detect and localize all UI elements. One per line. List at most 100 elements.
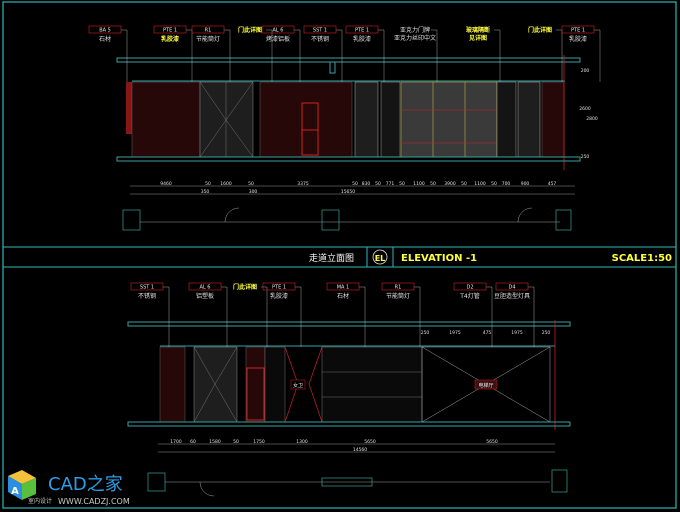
callout-code: PTE 1 <box>272 285 286 291</box>
callout-code: R1 <box>395 285 402 291</box>
callout-note: 亚克力门牌 <box>400 26 430 34</box>
dimension-label: 50 <box>205 181 211 187</box>
callout-note: 乳胶漆 <box>161 35 179 43</box>
dimension-label: 50 <box>352 181 358 187</box>
callout-note: 节能筒灯 <box>386 292 410 300</box>
scale-label: SCALE1:50 <box>612 253 672 264</box>
callout-code: R1 <box>205 28 212 34</box>
callout-note: 不锈钢 <box>311 35 329 43</box>
elevation-symbol-circle <box>372 249 388 265</box>
dimension-label: 457 <box>548 181 557 187</box>
dimension-label: 350 <box>201 189 210 195</box>
callout-code-box <box>495 282 529 291</box>
material-callout: 门此详图 <box>238 26 273 82</box>
material-callout: 门此详图 <box>528 26 563 82</box>
cadzj-watermark: A CAD之家 室内设计 WWW.CADZJ.COM <box>8 470 130 506</box>
callout-note: 乳胶漆 <box>270 292 288 300</box>
dimension-label: 9460 <box>160 181 172 187</box>
callout-code-box <box>88 25 122 34</box>
dimension-label: 1580 <box>209 439 221 445</box>
callout-code: SST 1 <box>313 28 327 34</box>
callout-note: 烤漆铝板 <box>266 35 290 43</box>
stone-panel <box>259 81 353 158</box>
callout-note: 石材 <box>337 292 349 300</box>
title-bar: 走道立面图 EL ELEVATION -1 SCALE1:50 <box>3 246 676 268</box>
dimension-label: 3900 <box>444 181 456 187</box>
dimension-label: 50 <box>399 181 405 187</box>
callout-code-box <box>130 282 164 291</box>
dimension-label: 50 <box>491 181 497 187</box>
callout-note-2: 亚克力丝印中文 <box>394 34 436 42</box>
callout-note: 乳胶漆 <box>569 35 587 43</box>
dimension-label: 1100 <box>474 181 486 187</box>
callout-code: AL 6 <box>273 28 284 34</box>
title-cn: 走道立面图 <box>309 252 354 264</box>
dimension-label: 900 <box>521 181 530 187</box>
dimension-label: 1600 <box>220 181 232 187</box>
dimension-label: 771 <box>386 181 395 187</box>
callout-code: PTE 1 <box>571 28 585 34</box>
dimension-label: 830 <box>362 181 371 187</box>
dimension-label: 1975 <box>449 330 461 336</box>
callout-code-box <box>261 25 295 34</box>
floor-slab <box>116 156 581 162</box>
callout-code-box <box>303 25 337 34</box>
callout-code: BA 5 <box>99 28 111 34</box>
callout-note: T4灯管 <box>459 292 479 300</box>
callout-code-box <box>326 282 360 291</box>
callout-code-box <box>262 282 296 291</box>
callout-note: 门此详图 <box>233 283 257 291</box>
dimension-label: 250 <box>581 154 590 160</box>
dimension-label: 60 <box>190 439 196 445</box>
red-trim <box>126 82 132 134</box>
dimension-label: 200 <box>581 68 590 74</box>
callout-note: 豆胆造型灯具 <box>494 292 530 300</box>
dimension-label: 1300 <box>296 439 308 445</box>
logo-text: CAD之家 <box>48 474 123 495</box>
stone-grid-wall <box>321 346 423 423</box>
callout-code: PTE 1 <box>163 28 177 34</box>
dimension-label: 2600 <box>579 106 591 112</box>
red-frame-detail <box>301 102 319 156</box>
floor-slab <box>127 421 571 427</box>
callout-code: D4 <box>508 285 515 291</box>
callout-note-2: 见详图 <box>469 34 487 42</box>
callout-note: 门此详图 <box>238 26 262 34</box>
dimension-label: 700 <box>502 181 511 187</box>
title-en: ELEVATION -1 <box>401 253 477 264</box>
room-label-female-wc: 女卫 <box>293 382 303 389</box>
callout-code: MA 1 <box>337 285 350 291</box>
material-callout: BA 5石材 <box>88 25 128 82</box>
dimension-label: 2800 <box>586 116 598 122</box>
dimension-label: 475 <box>483 330 492 336</box>
callout-code-box <box>381 282 415 291</box>
material-callout: 门此详图 <box>233 283 268 347</box>
dimension-total: 14560 <box>353 447 367 453</box>
dimension-label: 250 <box>421 330 430 336</box>
svg-text:A: A <box>11 486 19 497</box>
callout-note: 节能筒灯 <box>196 35 220 43</box>
callout-note: 铝塑板 <box>196 292 214 300</box>
bottom-plan <box>147 469 568 497</box>
callout-code: AL 6 <box>200 285 211 291</box>
callout-code-box <box>191 25 225 34</box>
dimension-label: 5650 <box>486 439 498 445</box>
callout-code-box <box>345 25 379 34</box>
dimension-label: 50 <box>461 181 467 187</box>
door-panel <box>354 81 379 158</box>
